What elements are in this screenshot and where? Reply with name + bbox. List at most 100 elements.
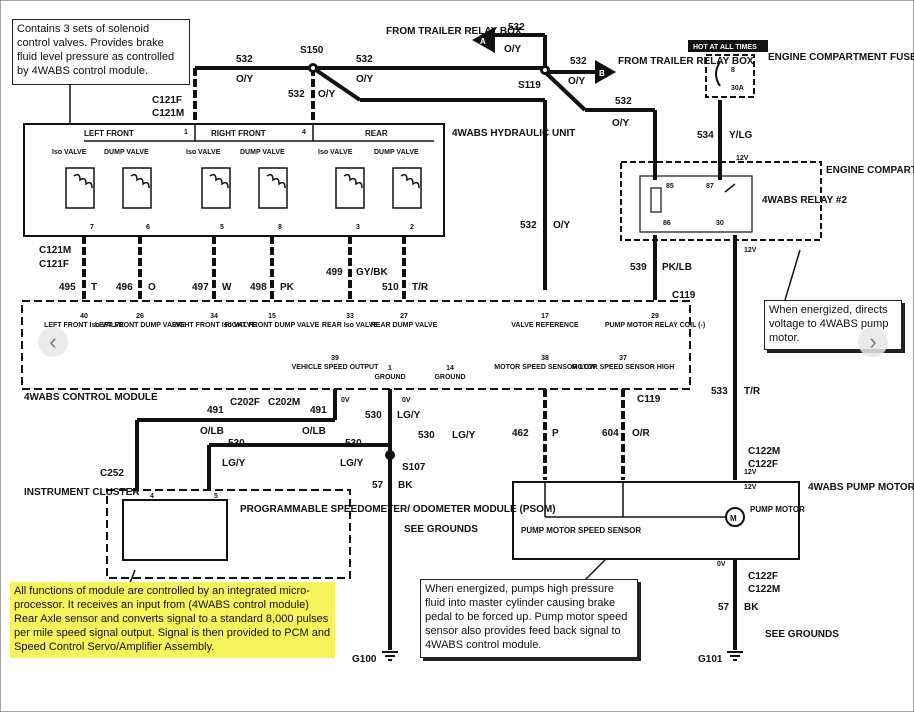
module-pin-name: REAR DUMP VALVE — [371, 322, 438, 329]
ground-g101 — [727, 651, 743, 661]
pump-motor: M 12V — [512, 481, 800, 560]
svg-text:O/LB: O/LB — [200, 426, 224, 437]
module-pin-name: GROUND — [374, 374, 405, 381]
svg-text:30: 30 — [716, 220, 724, 227]
svg-text:HOT AT ALL TIMES: HOT AT ALL TIMES — [693, 44, 757, 51]
svg-text:C121M: C121M — [152, 108, 184, 119]
module-pin-number: 27 — [400, 313, 408, 320]
callout-lines — [69, 84, 801, 584]
svg-text:S119: S119 — [518, 80, 541, 91]
svg-text:4: 4 — [150, 493, 154, 500]
top-harness — [193, 33, 737, 650]
svg-text:532: 532 — [570, 56, 587, 67]
module-pin-number: 37 — [619, 355, 627, 362]
previous-arrow-icon[interactable]: ‹ — [38, 327, 68, 357]
module-pin-number: 38 — [541, 355, 549, 362]
svg-text:O/R: O/R — [632, 428, 651, 439]
svg-text:O/Y: O/Y — [568, 76, 586, 87]
svg-text:LG/Y: LG/Y — [222, 458, 246, 469]
svg-text:PK/LB: PK/LB — [662, 262, 692, 273]
svg-text:532: 532 — [508, 22, 525, 33]
svg-text:LG/Y: LG/Y — [452, 430, 476, 441]
svg-text:A: A — [480, 37, 486, 46]
svg-text:0V: 0V — [717, 561, 726, 568]
svg-text:534: 534 — [697, 130, 714, 141]
svg-text:GY/BK: GY/BK — [356, 267, 388, 278]
svg-text:W: W — [222, 282, 232, 293]
svg-text:532: 532 — [356, 54, 373, 65]
valve-coils — [65, 167, 422, 209]
svg-text:PUMP MOTOR: PUMP MOTOR — [750, 505, 805, 514]
svg-text:O/Y: O/Y — [356, 74, 374, 85]
module-pin-number: 29 — [651, 313, 659, 320]
svg-text:491: 491 — [207, 405, 224, 416]
svg-text:86: 86 — [663, 220, 671, 227]
module-pin-number: 17 — [541, 313, 549, 320]
svg-text:2: 2 — [410, 224, 414, 231]
svg-text:T/R: T/R — [744, 386, 761, 397]
svg-text:C122F: C122F — [748, 459, 778, 470]
svg-text:Y/LG: Y/LG — [729, 130, 753, 141]
module-pin-name: LEFT FRONT DUMP VALVE — [95, 322, 186, 329]
svg-text:5: 5 — [220, 224, 224, 231]
svg-text:87: 87 — [706, 183, 714, 190]
trailer-connector-b: B — [595, 60, 616, 84]
svg-text:BK: BK — [398, 480, 413, 491]
module-note: All functions of module are controlled b… — [10, 582, 335, 658]
svg-text:C202M: C202M — [268, 397, 300, 408]
svg-text:C252: C252 — [100, 468, 124, 479]
svg-text:462: 462 — [512, 428, 529, 439]
svg-text:497: 497 — [192, 282, 209, 293]
svg-text:DUMP VALVE: DUMP VALVE — [240, 149, 285, 156]
module-pin-name: MOTOR SPEED SENSOR HIGH — [572, 364, 675, 371]
svg-text:C122M: C122M — [748, 446, 780, 457]
module-pin-name: GROUND — [434, 374, 465, 381]
svg-text:INSTRUMENT CLUSTER: INSTRUMENT CLUSTER — [24, 487, 140, 498]
svg-text:O/Y: O/Y — [318, 89, 336, 100]
fuse-box: HOT AT ALL TIMES 8 30A — [688, 40, 768, 98]
next-arrow-icon[interactable]: › — [858, 327, 888, 357]
module-pin-name: REAR Iso VALVE — [322, 322, 378, 329]
svg-text:O: O — [148, 282, 156, 293]
svg-text:532: 532 — [520, 220, 537, 231]
svg-text:12V: 12V — [744, 484, 757, 491]
module-pin-number: 39 — [331, 355, 339, 362]
valve-labels: Iso VALVE DUMP VALVE Iso VALVE DUMP VALV… — [52, 149, 419, 156]
svg-text:P: P — [552, 428, 559, 439]
svg-text:4WABS CONTROL MODULE: 4WABS CONTROL MODULE — [24, 392, 158, 403]
svg-text:530: 530 — [365, 410, 382, 421]
module-pin-name: RIGHT FRONT Iso VALVE — [172, 322, 256, 329]
svg-text:DUMP VALVE: DUMP VALVE — [374, 149, 419, 156]
svg-text:PUMP MOTOR SPEED SENSOR: PUMP MOTOR SPEED SENSOR — [521, 526, 641, 535]
svg-text:496: 496 — [116, 282, 133, 293]
module-pin-name: PUMP MOTOR RELAY COIL (-) — [605, 322, 705, 329]
pump-note: When energized, pumps high pressure flui… — [420, 579, 638, 658]
svg-text:532: 532 — [236, 54, 253, 65]
svg-text:57: 57 — [718, 602, 730, 613]
svg-text:30A: 30A — [731, 85, 744, 92]
svg-text:FROM TRAILER RELAY BOX: FROM TRAILER RELAY BOX — [386, 26, 522, 37]
svg-text:4WABS RELAY #2: 4WABS RELAY #2 — [762, 195, 847, 206]
svg-text:0V: 0V — [402, 397, 411, 404]
lower-harness — [135, 389, 625, 650]
svg-text:O/Y: O/Y — [612, 118, 630, 129]
svg-text:539: 539 — [630, 262, 647, 273]
relay-2: 85 87 86 30 — [620, 161, 822, 241]
svg-text:Iso VALVE: Iso VALVE — [186, 149, 221, 156]
module-pin-number: 40 — [80, 313, 88, 320]
text-labels: FROM TRAILER RELAY BOX FROM TRAILER RELA… — [24, 22, 914, 665]
svg-text:LG/Y: LG/Y — [397, 410, 421, 421]
svg-text:O/Y: O/Y — [553, 220, 571, 231]
svg-text:5: 5 — [214, 493, 218, 500]
solenoid-note: Contains 3 sets of solenoid control valv… — [12, 19, 190, 85]
svg-text:57: 57 — [372, 480, 384, 491]
svg-text:BK: BK — [744, 602, 759, 613]
svg-text:SEE GROUNDS: SEE GROUNDS — [765, 629, 839, 640]
svg-text:7: 7 — [90, 224, 94, 231]
svg-text:C122M: C122M — [748, 584, 780, 595]
svg-text:4: 4 — [302, 129, 306, 136]
svg-text:8: 8 — [278, 224, 282, 231]
svg-text:C122F: C122F — [748, 571, 778, 582]
svg-text:491: 491 — [310, 405, 327, 416]
